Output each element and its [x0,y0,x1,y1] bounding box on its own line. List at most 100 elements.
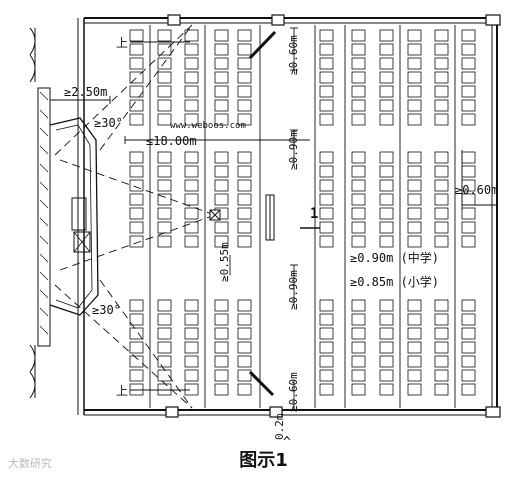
seat [237,207,252,220]
seat [461,43,476,56]
seat [407,235,422,248]
seat [434,165,449,178]
seat [129,151,144,164]
seat [129,221,144,234]
seat [184,85,199,98]
seat [434,207,449,220]
seat [461,355,476,368]
seat [157,313,172,326]
seat [129,235,144,248]
seat [434,57,449,70]
seat [157,85,172,98]
seat [379,341,394,354]
seat [237,313,252,326]
seat [129,299,144,312]
seat [461,29,476,42]
seat [319,355,334,368]
seat [214,99,229,112]
seat [319,85,334,98]
seat [214,71,229,84]
seat [157,207,172,220]
seat [157,99,172,112]
wall-columns [165,14,501,418]
dim-viewing-angle-bottom: ≥30° [92,303,121,317]
seat [184,29,199,42]
seat [379,383,394,396]
seat [184,327,199,340]
seat [351,85,366,98]
seat [184,355,199,368]
seat [129,193,144,206]
seat [434,355,449,368]
dim-row-spacing-lower: ≥0.90m [287,270,300,310]
seat [129,85,144,98]
seat [214,151,229,164]
seat [184,313,199,326]
aisle-lines [149,25,456,408]
seat [351,151,366,164]
seat [214,341,229,354]
seat [319,99,334,112]
seat [214,235,229,248]
seat [157,355,172,368]
seat [407,327,422,340]
seat [214,221,229,234]
seat [184,341,199,354]
seat [407,165,422,178]
seat [434,235,449,248]
seat [351,165,366,178]
dim-bottom-gap: 0.2m [273,413,286,440]
seat [237,57,252,70]
seat [129,29,144,42]
dim-row-spacing-mid: ≥0.90m [287,130,300,170]
seat [461,85,476,98]
seat [379,193,394,206]
seat [407,355,422,368]
seat [157,383,172,396]
sight-lines [54,24,216,409]
seat [379,221,394,234]
doors [29,27,36,399]
seat [461,165,476,178]
seat [434,383,449,396]
seat [237,165,252,178]
seat [237,355,252,368]
seat [319,71,334,84]
seat [184,207,199,220]
seat [351,99,366,112]
seat [237,221,252,234]
dim-front-distance: ≥2.50m [64,85,107,99]
seat [319,57,334,70]
seat [184,299,199,312]
seat [237,71,252,84]
dimension-marks [49,27,497,410]
seat [214,85,229,98]
seat [157,71,172,84]
seat [434,341,449,354]
figure-caption: 图示1 [239,450,288,471]
seat [351,57,366,70]
seat [184,57,199,70]
seat [379,85,394,98]
seat [237,85,252,98]
seat [129,313,144,326]
seat [319,327,334,340]
seat [214,113,229,126]
seat [461,299,476,312]
seat [129,355,144,368]
seat [407,71,422,84]
seat [129,113,144,126]
seat [319,299,334,312]
seat [157,299,172,312]
dim-row-spacing-top: ≥0.60m [287,35,300,75]
seat [157,57,172,70]
seat [407,383,422,396]
seat [407,151,422,164]
seat [351,355,366,368]
seat [351,369,366,382]
seat [461,369,476,382]
seat [129,43,144,56]
seat [407,207,422,220]
seat [214,193,229,206]
